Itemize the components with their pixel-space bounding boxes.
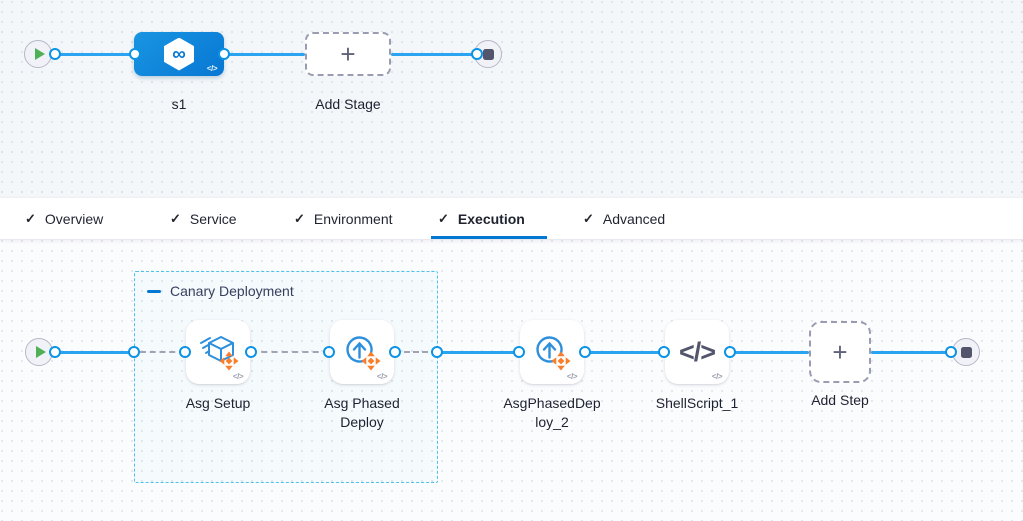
deployment-stage-icon: ∞	[164, 37, 194, 71]
step-label: AsgPhasedDeploy_2	[503, 395, 601, 430]
tab-label: Execution	[457, 210, 525, 227]
code-badge-icon: </>	[376, 372, 388, 381]
connector-line	[224, 53, 305, 56]
code-badge-icon: </>	[232, 372, 244, 381]
connector-port	[49, 48, 61, 60]
connector-port	[389, 346, 401, 358]
connector-line	[730, 351, 809, 354]
connector-port	[579, 346, 591, 358]
connector-port	[724, 346, 736, 358]
infinity-glyph: ∞	[172, 43, 186, 65]
connector-port	[471, 48, 483, 60]
check-icon: ✓	[170, 210, 181, 226]
connector-port	[128, 346, 140, 358]
step-node-asg-phased-deploy[interactable]: </>	[330, 320, 394, 384]
stop-icon	[960, 346, 972, 358]
connector-port	[179, 346, 191, 358]
add-step-button[interactable]: +	[809, 321, 871, 383]
add-stage-label: Add Stage	[315, 96, 381, 112]
stage-label: s1	[171, 96, 187, 112]
step-group-canary-deployment[interactable]	[134, 271, 438, 483]
step-node-asg-setup[interactable]: </>	[186, 320, 250, 384]
connector-port	[245, 346, 257, 358]
check-icon: ✓	[438, 210, 449, 226]
step-node-asgphaseddeploy-2[interactable]: </>	[520, 320, 584, 384]
connector-port	[49, 346, 61, 358]
connector-line-dashed	[251, 351, 329, 353]
connector-line	[55, 53, 136, 56]
tab-label: Overview	[44, 210, 104, 227]
connector-port	[945, 346, 957, 358]
tab-environment[interactable]: ✓ Environment	[294, 198, 393, 239]
add-stage-button[interactable]: +	[305, 32, 391, 76]
collapse-icon[interactable]	[147, 290, 161, 293]
asg-phased-deploy-icon	[346, 336, 381, 371]
step-group-label: Canary Deployment	[170, 283, 294, 299]
play-icon	[34, 48, 45, 60]
connector-port	[218, 48, 230, 60]
code-badge-icon: </>	[566, 372, 578, 381]
shell-script-icon: </>	[678, 336, 716, 367]
tab-advanced[interactable]: ✓ Advanced	[583, 198, 665, 239]
connector-line	[871, 351, 951, 354]
step-label: Asg Phased Deploy	[324, 395, 400, 430]
execution-canvas: Canary Deployment	[0, 239, 1023, 521]
tab-label: Service	[189, 210, 237, 227]
tab-service[interactable]: ✓ Service	[170, 198, 237, 239]
connector-line	[391, 53, 477, 56]
connector-port	[658, 346, 670, 358]
step-node-shellscript-1[interactable]: </> </>	[665, 320, 729, 384]
connector-line	[437, 351, 520, 354]
check-icon: ✓	[294, 210, 305, 226]
connector-line-dashed	[395, 351, 437, 353]
active-tab-underline	[431, 236, 547, 239]
plus-icon: +	[340, 39, 356, 69]
tab-label: Environment	[313, 210, 393, 227]
code-badge-icon: </>	[206, 64, 218, 73]
tab-overview[interactable]: ✓ Overview	[25, 198, 103, 239]
stage-config-tabs: ✓ Overview ✓ Service ✓ Environment ✓ Exe…	[0, 197, 1023, 239]
connector-port	[431, 346, 443, 358]
connector-line	[585, 351, 665, 354]
stage-canvas: ∞ </> s1 + Add Stage	[0, 0, 1023, 197]
connector-port	[323, 346, 335, 358]
pipeline-start-node	[24, 40, 52, 68]
play-icon	[35, 346, 46, 358]
connector-port	[129, 48, 141, 60]
step-label: ShellScript_1	[655, 395, 739, 411]
tab-execution[interactable]: ✓ Execution	[438, 198, 525, 239]
check-icon: ✓	[25, 210, 36, 226]
connector-port	[513, 346, 525, 358]
add-step-label: Add Step	[811, 392, 869, 408]
asg-phased-deploy-icon	[536, 336, 571, 371]
stage-node-s1[interactable]: ∞ </>	[134, 32, 224, 76]
stop-icon	[482, 48, 494, 60]
code-badge-icon: </>	[711, 372, 723, 381]
tab-label: Advanced	[602, 210, 666, 227]
step-label: Asg Setup	[185, 395, 251, 411]
connector-line-dashed	[140, 351, 185, 353]
connector-line	[55, 351, 134, 354]
plus-icon: +	[832, 337, 848, 367]
check-icon: ✓	[583, 210, 594, 226]
asg-setup-icon	[200, 336, 239, 371]
